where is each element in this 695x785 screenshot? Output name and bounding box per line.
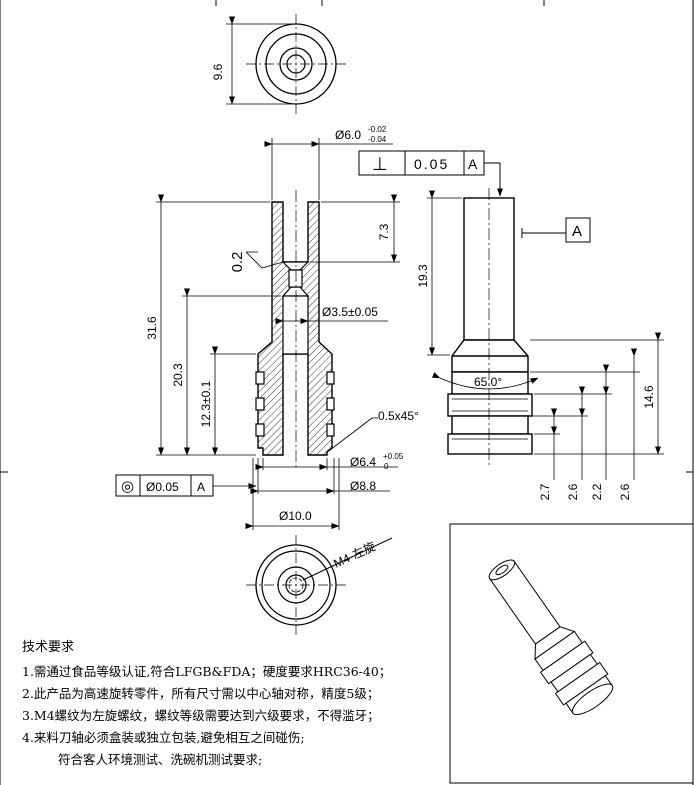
perpendicularity-datum: A <box>468 156 478 172</box>
side-view <box>447 197 533 455</box>
note-item: 符合客人环境测试、洗碗机测试要求; <box>58 752 263 767</box>
dim-65-angle: 65.0° <box>474 375 502 389</box>
datum-a-marker <box>521 217 591 243</box>
dim-14-6: 14.6 <box>642 385 656 409</box>
dim-8-8: Ø8.8 <box>350 479 376 493</box>
dim-31-6: 31.6 <box>145 316 159 340</box>
dim-10-0: Ø10.0 <box>279 509 312 523</box>
perpendicularity-frame <box>358 150 503 197</box>
concentricity-datum: A <box>197 480 205 494</box>
perpendicularity-value: 0.05 <box>414 156 449 172</box>
dim-20-3: 20.3 <box>171 363 185 387</box>
thread-callout: M4-左旋 <box>331 538 378 570</box>
section-dimensions <box>156 138 400 530</box>
dim-2-6-b: 2.6 <box>618 483 632 500</box>
dim-6-0: Ø6.0 <box>335 128 361 142</box>
dim-2-6-a: 2.6 <box>566 483 580 500</box>
datum-a-label: A <box>572 223 582 240</box>
top-view <box>226 14 346 114</box>
dim-6-4-upper-tol: +0.05 <box>383 452 404 461</box>
note-item: 4.来料刀轴必须盒装或独立包装,避免相互之间碰伤; <box>22 730 305 745</box>
dim-19-3: 19.3 <box>416 264 430 288</box>
note-item: 1.需通过食品等级认证,符合LFGB&FDA；硬度要求HRC36-40； <box>22 664 392 679</box>
dim-6-4-lower-tol: 0 <box>384 462 389 471</box>
isometric-view <box>449 523 694 784</box>
dim-2-2: 2.2 <box>590 483 604 500</box>
dim-9-6: 9.6 <box>211 63 225 80</box>
dim-6-0-lower-tol: -0.04 <box>368 135 387 144</box>
note-item: 2.此产品为高速旋转零件，所有尺寸需以中心轴对称，精度5级； <box>22 686 380 701</box>
technical-notes: 技术要求 1.需通过食品等级认证,符合LFGB&FDA；硬度要求HRC36-40… <box>22 637 442 771</box>
dim-12-3: 12.3±0.1 <box>199 380 213 427</box>
concentricity-frame <box>115 474 214 497</box>
perpendicularity-symbol: ⊥ <box>372 154 388 174</box>
side-dimensions <box>427 190 664 480</box>
concentricity-value: Ø0.05 <box>146 480 179 494</box>
dim-7-3: 7.3 <box>377 223 391 240</box>
note-item: 3.M4螺纹为左旋螺纹，螺纹等级需要达到六级要求，不得滥牙； <box>22 708 380 723</box>
section-view <box>255 190 335 468</box>
notes-title: 技术要求 <box>22 640 75 655</box>
end-view-detail <box>246 535 393 635</box>
dim-chamfer: 0.5x45° <box>378 409 419 423</box>
roughness-value: 0.2 <box>229 252 246 273</box>
dim-6-4: Ø6.4 <box>350 455 376 469</box>
concentricity-symbol: ◎ <box>121 478 134 495</box>
dim-6-0-upper-tol: -0.02 <box>368 125 387 134</box>
dim-2-7: 2.7 <box>538 483 552 500</box>
dim-3-5: Ø3.5±0.05 <box>322 305 378 319</box>
